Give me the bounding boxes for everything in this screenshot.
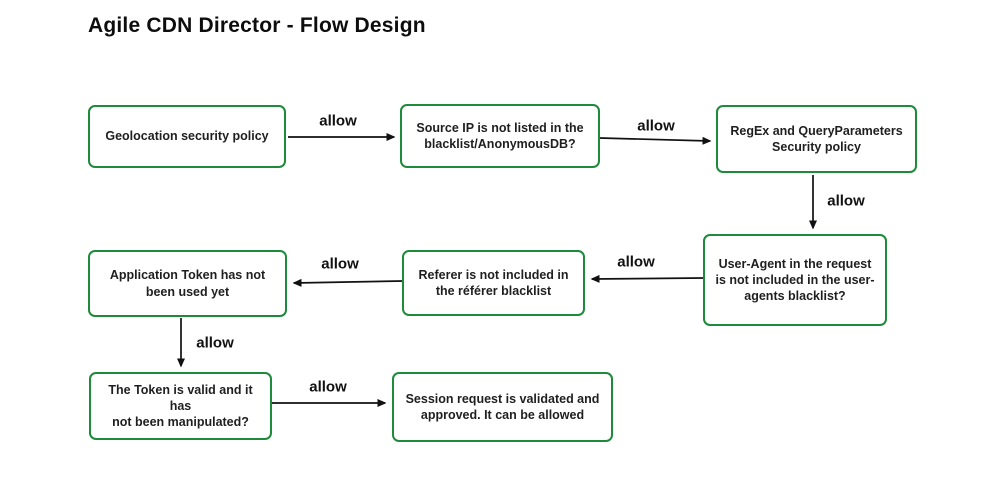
arrow-useragent-to-referer	[590, 274, 704, 283]
node-referer-check: Referer is not included in the référer b…	[402, 250, 585, 316]
node-regex-queryparams: RegEx and QueryParameters Security polic…	[716, 105, 917, 173]
node-source-ip-check: Source IP is not listed in the blacklist…	[400, 104, 600, 168]
node-label: RegEx and QueryParameters Security polic…	[730, 123, 903, 154]
node-label: The Token is valid and it has not been m…	[108, 382, 253, 430]
node-label: Source IP is not listed in the blacklist…	[416, 120, 584, 151]
edge-label-allow: allow	[827, 192, 865, 210]
node-app-token-check: Application Token has not been used yet	[88, 250, 287, 317]
node-label: User-Agent in the request is not include…	[715, 256, 875, 304]
node-label: Geolocation security policy	[105, 129, 269, 144]
page-title: Agile CDN Director - Flow Design	[88, 14, 426, 37]
node-session-approved: Session request is validated and approve…	[392, 372, 613, 442]
edge-label-allow: allow	[196, 334, 234, 352]
arrow-sourceip-to-regex	[599, 136, 712, 145]
node-label: Referer is not included in the référer b…	[418, 267, 569, 298]
edge-label-allow: allow	[617, 253, 655, 271]
node-token-valid-check: The Token is valid and it has not been m…	[89, 372, 272, 440]
edge-label-allow: allow	[637, 117, 675, 135]
node-label: Session request is validated and approve…	[405, 391, 600, 422]
edge-label-allow: allow	[309, 378, 347, 396]
edge-label-allow: allow	[319, 112, 357, 130]
edge-label-allow: allow	[321, 255, 359, 273]
node-label: Application Token has not been used yet	[109, 268, 266, 299]
arrow-referer-to-apptoken	[292, 278, 403, 287]
node-geolocation-policy: Geolocation security policy	[88, 105, 286, 168]
node-user-agent-check: User-Agent in the request is not include…	[703, 234, 887, 326]
